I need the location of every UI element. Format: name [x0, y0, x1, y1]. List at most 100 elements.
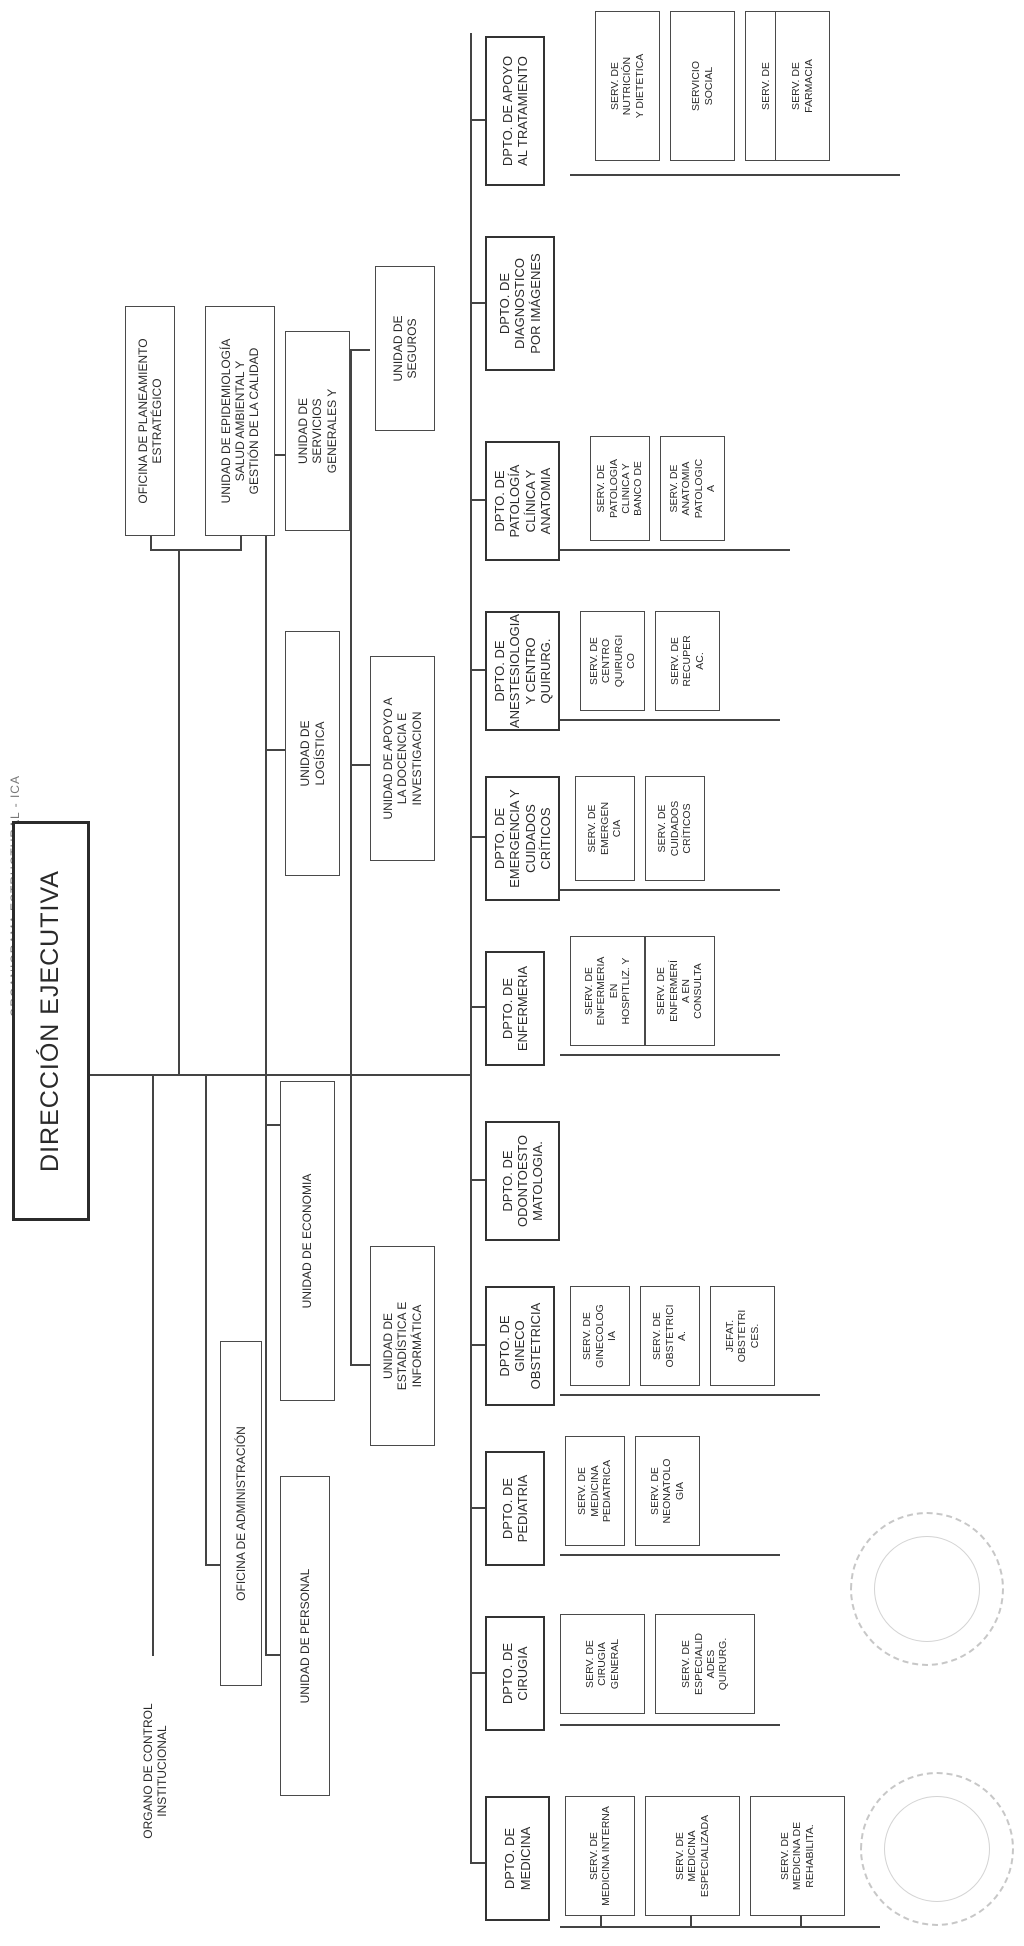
dept-gineco-box: DPTO. DE GINECO OBSTETRICIA — [485, 1286, 555, 1406]
serv-enfermeria-hosp-label: SERV. DE ENFERMERIA EN HOSPITLIZ. Y — [582, 956, 632, 1026]
svc-line-11 — [570, 174, 900, 176]
dept-patologia-box: DPTO. DE PATOLOGÍA CLÍNICA Y ANATOMIA — [485, 441, 560, 561]
support-unit-drop-1 — [350, 1364, 370, 1366]
serv-rehabilitacion-box: SERV. DE MEDICINA DE REHABILITA. — [750, 1796, 845, 1916]
dept-drop-6 — [470, 1006, 485, 1008]
dept-drop-11 — [470, 119, 485, 121]
serv-especialidades-quirurg-label: SERV. DE ESPECIALID ADES QUIRURG. — [680, 1633, 730, 1695]
trunk-line — [90, 1074, 470, 1076]
serv-medicina-interna-label: SERV. DE MEDICINA INTERNA — [587, 1806, 612, 1906]
direccion-ejecutiva-label: DIRECCIÓN EJECUTIVA — [36, 870, 65, 1172]
serv-enfermeria-consulta-label: SERV. DE ENFERMERÍ A EN CONSULTA — [655, 960, 705, 1022]
serv-farmacia-label: SERV. DE FARMACIA — [790, 59, 815, 113]
unidad-docencia-label: UNIDAD DE APOYO A LA DOCENCIA E INVESTIG… — [381, 697, 424, 820]
serv-obstetricia-box: SERV. DE OBSTETRICI A. — [640, 1286, 700, 1386]
support-unit-drop-2 — [350, 764, 370, 766]
admin-unit-drop-2 — [265, 1124, 280, 1126]
svc-line-6 — [560, 1054, 780, 1056]
dept-drop-1 — [470, 1862, 485, 1864]
serv-emergencia-label: SERV. DE EMERGEN CIA — [586, 801, 624, 856]
serv-cirugia-general-box: SERV. DE CIRUGIA GENERAL — [560, 1614, 645, 1714]
planning-tick-1 — [150, 536, 152, 551]
departments-bus — [470, 33, 472, 1864]
dept-anestesiologia-label: DPTO. DE ANESTESIOLOGIA Y CENTRO QUIRURG… — [491, 613, 553, 729]
dept-pediatria-label: DPTO. DE PEDIATRIA — [499, 1474, 530, 1543]
serv-enfermeria-consulta-box: SERV. DE ENFERMERÍ A EN CONSULTA — [645, 936, 715, 1046]
unidad-economia-label: UNIDAD DE ECONOMIA — [300, 1173, 315, 1309]
dept-drop-5 — [470, 1179, 485, 1181]
serv-cuidados-criticos-label: SERV. DE CUIDADOS CRÍTICOS — [656, 800, 694, 857]
organo-control-label: ORGANO DE CONTROL INSTITUCIONAL — [140, 1703, 169, 1839]
admin-units-bus — [265, 456, 267, 1656]
dept-odonto-label: DPTO. DE ODONTOESTO MATOLOGIA. — [499, 1135, 546, 1227]
dept-apoyo-tratamiento-box: DPTO. DE APOYO AL TRATAMIENTO — [485, 36, 545, 186]
dept-drop-4 — [470, 1344, 485, 1346]
unidad-epidemiologia-label: UNIDAD DE EPIDEMIOLOGÍA SALUD AMBIENTAL … — [218, 338, 262, 504]
svc-line-8 — [560, 719, 780, 721]
dept-drop-3 — [470, 1507, 485, 1509]
serv-neonatologia-box: SERV. DE NEONATOLO GIA — [635, 1436, 700, 1546]
dept-odonto-box: DPTO. DE ODONTOESTO MATOLOGIA. — [485, 1121, 560, 1241]
serv-ginecologia-label: SERV. DE GINECOLOG IA — [581, 1304, 619, 1368]
serv-nutricion-label: SERV. DE NUTRICIÓN Y DIETETICA — [608, 53, 646, 119]
unidad-personal-label: UNIDAD DE PERSONAL — [297, 1568, 312, 1704]
jefat-obstetrices-label: JEFAT. OBSTETRI CES. — [723, 1309, 761, 1363]
dept-emergencia-label: DPTO. DE EMERGENCIA Y CUIDADOS CRÍTICOS — [491, 789, 553, 888]
svc-line-1a — [600, 1916, 602, 1928]
serv-cirugia-general-label: SERV. DE CIRUGIA GENERAL — [583, 1638, 621, 1690]
admin-unit-drop-1 — [265, 1654, 280, 1656]
dept-drop-9 — [470, 499, 485, 501]
servicio-social-label: SERVICIO SOCIAL — [690, 61, 715, 111]
servicio-social-box: SERVICIO SOCIAL — [670, 11, 735, 161]
serv-neonatologia-label: SERV. DE NEONATOLO GIA — [648, 1458, 686, 1524]
dept-pediatria-box: DPTO. DE PEDIATRIA — [485, 1451, 545, 1566]
unidad-seguros-box: UNIDAD DE SEGUROS — [375, 266, 435, 431]
serv-centro-quirurgico-label: SERV. DE CENTRO QUIRURGI CO — [587, 634, 637, 688]
dept-drop-7 — [470, 836, 485, 838]
svc-line-4 — [560, 1394, 820, 1396]
planning-bracket-line — [150, 549, 240, 551]
unidad-docencia-box: UNIDAD DE APOYO A LA DOCENCIA E INVESTIG… — [370, 656, 435, 861]
oficina-administracion-label: OFICINA DE ADMINISTRACIÓN — [233, 1426, 248, 1601]
dept-medicina-box: DPTO. DE MEDICINA — [485, 1796, 550, 1921]
serv-medicina-pediatrica-box: SERV. DE MEDICINA PEDIATRICA — [565, 1436, 625, 1546]
oficina-planeamiento-box: OFICINA DE PLANEAMIENTO ESTRATÉGICO — [125, 306, 175, 536]
oficina-planeamiento-label: OFICINA DE PLANEAMIENTO ESTRATÉGICO — [135, 338, 164, 504]
admin-unit-drop-3 — [265, 749, 285, 751]
svc-line-2 — [560, 1724, 780, 1726]
serv-rehabilitacion-label: SERV. DE MEDICINA DE REHABILITA. — [778, 1821, 816, 1891]
serv-patologia-clinica-box: SERV. DE PATOLOGIA CLINICA Y BANCO DE — [590, 436, 650, 541]
serv-anatomia-patologica-label: SERV. DE ANATOMIA PATOLOGIC A — [667, 458, 717, 519]
direccion-ejecutiva-box: DIRECCIÓN EJECUTIVA — [12, 821, 90, 1221]
unidad-logistica-box: UNIDAD DE LOGÍSTICA — [285, 631, 340, 876]
official-seal-stamp — [860, 1772, 1014, 1926]
serv-farmacia-box: SERV. DE FARMACIA — [775, 11, 830, 161]
dept-medicina-label: DPTO. DE MEDICINA — [502, 1826, 533, 1891]
support-unit-drop-3 — [350, 349, 370, 351]
dept-anestesiologia-box: DPTO. DE ANESTESIOLOGIA Y CENTRO QUIRURG… — [485, 611, 560, 731]
serv-nutricion-box: SERV. DE NUTRICIÓN Y DIETETICA — [595, 11, 660, 161]
unidad-seguros-label: UNIDAD DE SEGUROS — [390, 315, 419, 382]
oficina-administracion-box: OFICINA DE ADMINISTRACIÓN — [220, 1341, 262, 1686]
dept-cirugia-box: DPTO. DE CIRUGIA — [485, 1616, 545, 1731]
serv-patologia-clinica-label: SERV. DE PATOLOGIA CLINICA Y BANCO DE — [595, 459, 645, 518]
dept-diagnostico-label: DPTO. DE DIAGNOSTICO POR IMÁGENES — [497, 253, 543, 354]
serv-cuidados-criticos-box: SERV. DE CUIDADOS CRÍTICOS — [645, 776, 705, 881]
dept-cirugia-label: DPTO. DE CIRUGIA — [499, 1642, 530, 1705]
dept-drop-10 — [470, 302, 485, 304]
dept-drop-8 — [470, 669, 485, 671]
dept-drop-2 — [470, 1672, 485, 1674]
dept-apoyo-tratamiento-label: DPTO. DE APOYO AL TRATAMIENTO — [499, 55, 530, 167]
unidad-economia-box: UNIDAD DE ECONOMIA — [280, 1081, 335, 1401]
unidad-servicios-label: UNIDAD DE SERVICIOS GENERALES Y — [296, 388, 339, 474]
support-units-bus — [350, 350, 352, 1366]
dept-enfermeria-box: DPTO. DE ENFERMERIA — [485, 951, 545, 1066]
jefat-obstetrices-box: JEFAT. OBSTETRI CES. — [710, 1286, 775, 1386]
svc-line-1 — [560, 1926, 880, 1928]
unidad-personal-box: UNIDAD DE PERSONAL — [280, 1476, 330, 1796]
serv-ginecologia-box: SERV. DE GINECOLOG IA — [570, 1286, 630, 1386]
serv-enfermeria-hosp-box: SERV. DE ENFERMERIA EN HOSPITLIZ. Y — [570, 936, 645, 1046]
serv-recuperacion-label: SERV. DE RECUPER AC. — [668, 635, 706, 687]
serv-recuperacion-box: SERV. DE RECUPER AC. — [655, 611, 720, 711]
